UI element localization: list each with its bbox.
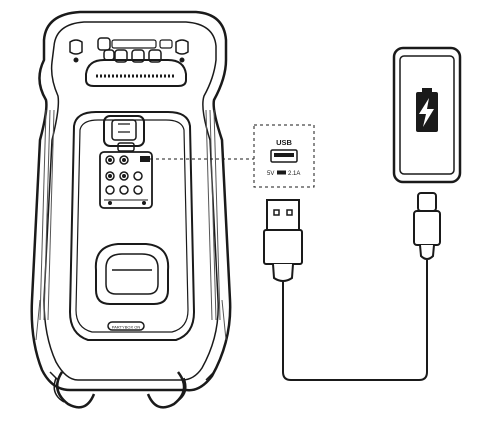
knob[interactable] (119, 185, 129, 195)
cable-cord (282, 260, 428, 381)
control-button[interactable] (111, 39, 157, 49)
speaker-top-handle (85, 59, 187, 87)
control-button[interactable] (103, 49, 115, 61)
control-button[interactable] (131, 49, 145, 63)
input-jack[interactable] (105, 155, 115, 165)
rear-handle (94, 243, 170, 305)
usb-cable (263, 192, 441, 381)
side-button[interactable] (175, 39, 189, 55)
control-button[interactable] (148, 49, 162, 63)
input-jack[interactable] (119, 155, 129, 165)
side-grilles (35, 109, 227, 341)
usb-current-label: 2.1A (288, 171, 300, 177)
port-cover[interactable] (103, 115, 145, 147)
input-jack[interactable] (105, 171, 115, 181)
speaker-inner-body (43, 21, 219, 381)
usb-port-icon (270, 149, 298, 163)
control-button[interactable] (114, 49, 128, 63)
speaker-label-text: PARTYBOX ON (112, 325, 141, 330)
usb-a-plug-icon (263, 199, 303, 282)
usb-callout: USB 5V 2.1A (253, 124, 315, 188)
smartphone (392, 46, 462, 184)
speaker-wheels (53, 371, 187, 409)
control-button[interactable] (159, 39, 173, 49)
usb-port-label: USB (276, 138, 292, 147)
knob[interactable] (105, 185, 115, 195)
control-button[interactable] (97, 37, 111, 51)
dc-symbol (277, 170, 286, 175)
io-panel (99, 151, 153, 209)
side-button[interactable] (69, 39, 83, 55)
usb-voltage-label: 5V (267, 171, 274, 177)
top-control-panel (69, 37, 189, 63)
battery-charging-icon (416, 88, 438, 132)
speaker-label-badge (107, 321, 145, 331)
input-jack[interactable] (119, 171, 129, 181)
speaker: PARTYBOX ON (30, 10, 232, 409)
usb-port-on-speaker[interactable] (140, 156, 150, 162)
knob[interactable] (133, 171, 143, 181)
speaker-outer-body (30, 10, 232, 392)
knob[interactable] (133, 185, 143, 195)
rear-panel (69, 111, 195, 341)
usb-c-plug-icon (413, 192, 441, 260)
